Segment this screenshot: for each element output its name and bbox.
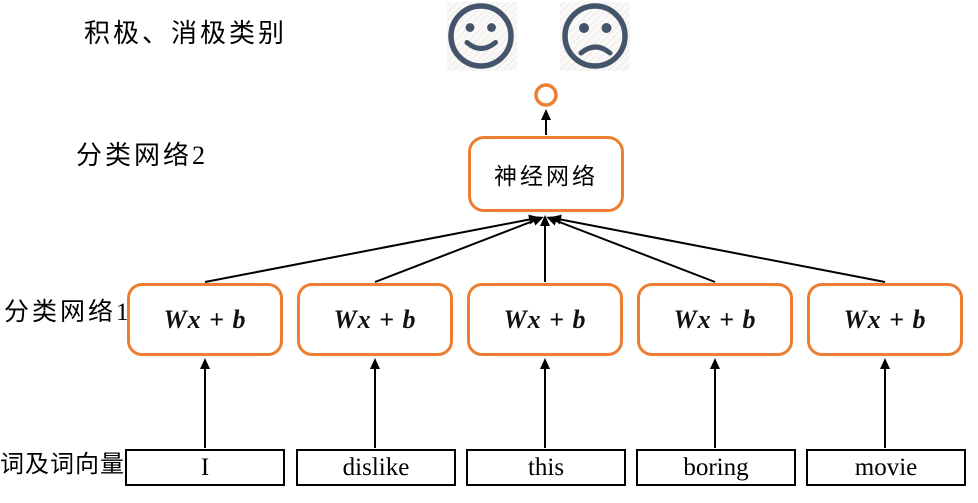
word-box: I (125, 449, 285, 486)
icon-watermark-hatch (447, 2, 630, 71)
output-node-circle (534, 83, 558, 107)
happy-face-icon (448, 3, 514, 69)
wx-plus-b-box: Wx + b (637, 283, 793, 356)
arrows-words-to-wx (200, 358, 890, 448)
sad-face-icon (562, 3, 628, 69)
word-box: dislike (296, 449, 456, 486)
label-classification-network-2: 分类网络2 (76, 141, 209, 170)
label-classification-network-1: 分类网络1 (4, 299, 132, 326)
neural-network-box: 神经网络 (468, 136, 624, 212)
wx-plus-b-box: Wx + b (467, 283, 623, 356)
wx-plus-b-box: Wx + b (127, 283, 283, 356)
word-box: movie (806, 449, 966, 486)
label-class-categories: 积极、消极类别 (84, 19, 288, 48)
word-box: boring (636, 449, 796, 486)
word-box: this (466, 449, 626, 486)
wx-plus-b-box: Wx + b (297, 283, 453, 356)
label-words-and-vectors: 词及词向量 (0, 452, 125, 478)
wx-plus-b-box: Wx + b (807, 283, 963, 356)
arrows-wx-to-nn (204, 214, 886, 283)
